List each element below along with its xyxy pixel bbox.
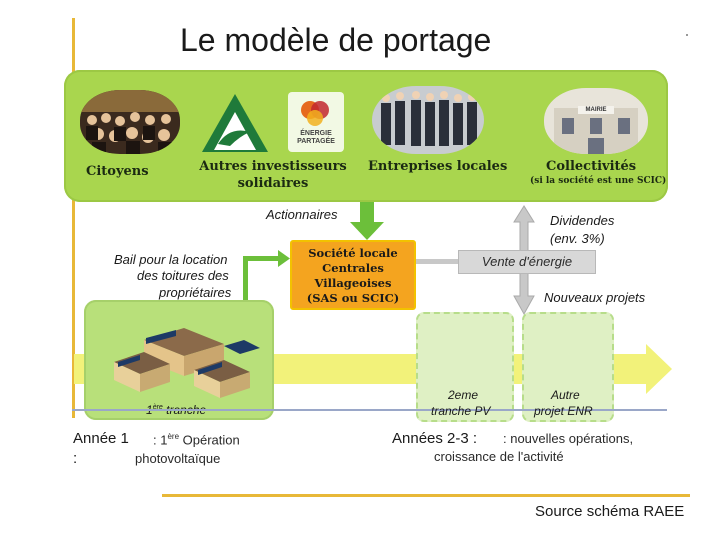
first-tranche-panel bbox=[84, 300, 274, 420]
timeline-baseline bbox=[72, 409, 667, 411]
second-tranche-panel bbox=[416, 312, 514, 422]
bail-label-line2: des toitures des bbox=[137, 268, 229, 283]
center-line-1: Société locale bbox=[308, 246, 398, 260]
logo-text-energie: ÉNERGIE bbox=[300, 130, 332, 137]
citizens-photo bbox=[80, 90, 180, 154]
corner-mark bbox=[686, 34, 688, 36]
other-project-label-1: Autre bbox=[551, 388, 580, 402]
center-line-4: (SAS ou SCIC) bbox=[306, 291, 400, 305]
shareholders-band: Citoyens ÉNERGIE PARTAGÉE Autres investi… bbox=[64, 70, 668, 202]
societe-locale-box: Société locale Centrales Villageoises (S… bbox=[290, 240, 416, 310]
dividendes-label: Dividendes bbox=[550, 213, 615, 228]
second-tranche-label-1: 2eme bbox=[448, 388, 479, 402]
logo-text-partagee: PARTAGÉE bbox=[297, 138, 335, 145]
annees23-label: Années 2-3 : bbox=[392, 430, 478, 447]
town-hall-photo: MAIRIE bbox=[544, 88, 648, 154]
stakeholder-label-investisseurs: Autres investisseurs solidaires bbox=[199, 159, 347, 191]
nouveaux-projets-label: Nouveaux projets bbox=[544, 290, 646, 305]
energie-partagee-logo: ÉNERGIE PARTAGÉE bbox=[288, 92, 344, 152]
village-solar-illustration bbox=[114, 328, 260, 398]
bail-arrow bbox=[243, 250, 290, 302]
page-title: Le modèle de portage bbox=[180, 22, 492, 58]
stakeholder-label-citoyens: Citoyens bbox=[86, 164, 149, 179]
vente-energie-box: Vente d'énergie bbox=[458, 250, 596, 274]
business-people-photo bbox=[372, 86, 484, 154]
investor-triangle-logo bbox=[200, 92, 270, 154]
actionnaires-label: Actionnaires bbox=[266, 207, 338, 222]
second-tranche-label-2: tranche PV bbox=[431, 404, 491, 418]
vertical-accent-line bbox=[72, 18, 75, 418]
center-line-2: Centrales bbox=[322, 261, 384, 275]
dividendes-rate-label: (env. 3%) bbox=[550, 231, 605, 246]
mairie-sign: MAIRIE bbox=[585, 107, 607, 113]
bail-label-line1: Bail pour la location bbox=[114, 252, 228, 267]
energy-sale-arrow bbox=[416, 259, 458, 264]
stakeholder-label-collectivites: Collectivités bbox=[546, 159, 637, 174]
annee1-colon: : bbox=[73, 450, 78, 467]
actionnaires-arrow bbox=[350, 202, 384, 240]
annee1-description-line2: photovoltaïque bbox=[135, 451, 221, 466]
center-line-3: Villageoises bbox=[314, 276, 392, 290]
stakeholder-label-entreprises: Entreprises locales bbox=[368, 159, 508, 174]
other-project-panel bbox=[522, 312, 614, 422]
stakeholder-note-collectivites: (si la société est une SCIC) bbox=[530, 176, 667, 186]
bail-label-line3: propriétaires bbox=[159, 285, 232, 300]
source-credit: Source schéma RAEE bbox=[535, 503, 685, 520]
annees23-description-line2: croissance de l'activité bbox=[434, 449, 564, 464]
footer-accent-line bbox=[162, 494, 690, 497]
annee1-description: : 1ère Opération bbox=[153, 432, 240, 448]
other-project-label-2: projet ENR bbox=[534, 404, 593, 418]
annees23-description: : nouvelles opérations, bbox=[503, 431, 634, 446]
annee1-label: Année 1 bbox=[73, 430, 129, 447]
